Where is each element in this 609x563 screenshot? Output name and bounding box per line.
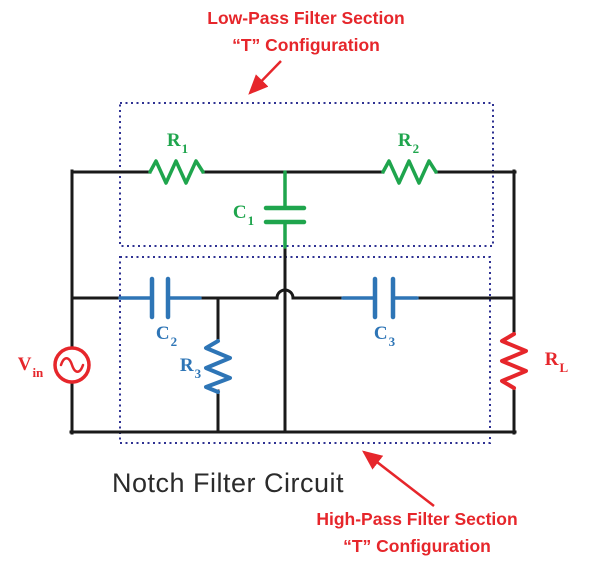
label-c3: C3 [373, 323, 396, 349]
label-rl: RL [544, 349, 569, 375]
low-pass-arrow-icon [248, 60, 282, 95]
label-r2: R2 [397, 130, 420, 156]
low-pass-title: Low-Pass Filter Section “T” Configuratio… [207, 5, 404, 59]
resistor-r3-symbol [204, 339, 232, 394]
resistor-r1-symbol [148, 159, 205, 185]
high-pass-components [118, 276, 419, 394]
label-c1: C1 [232, 202, 255, 228]
high-pass-title: High-Pass Filter Section “T” Configurati… [316, 506, 517, 560]
capacitor-c2-plates [149, 276, 171, 320]
label-c2: C2 [155, 323, 178, 349]
resistor-r2-symbol [381, 159, 438, 185]
label-r3: R3 [179, 355, 202, 381]
high-pass-title-line2: “T” Configuration [343, 536, 491, 556]
resistor-rl-symbol [500, 332, 528, 390]
high-pass-arrow-icon [362, 450, 435, 507]
sine-wave-icon [59, 357, 85, 373]
low-pass-title-line2: “T” Configuration [232, 35, 380, 55]
wires [69, 169, 517, 435]
low-pass-section-box [119, 102, 494, 247]
high-pass-section-box [119, 256, 491, 444]
low-pass-components [148, 159, 438, 249]
label-r1: R1 [166, 130, 189, 156]
diagram-caption: Notch Filter Circuit [111, 468, 345, 498]
label-vin: Vin [17, 354, 44, 380]
capacitor-c3-plates [372, 276, 396, 320]
high-pass-title-line1: High-Pass Filter Section [316, 509, 518, 529]
low-pass-title-line1: Low-Pass Filter Section [207, 8, 405, 28]
capacitor-c1-plates [263, 205, 307, 225]
